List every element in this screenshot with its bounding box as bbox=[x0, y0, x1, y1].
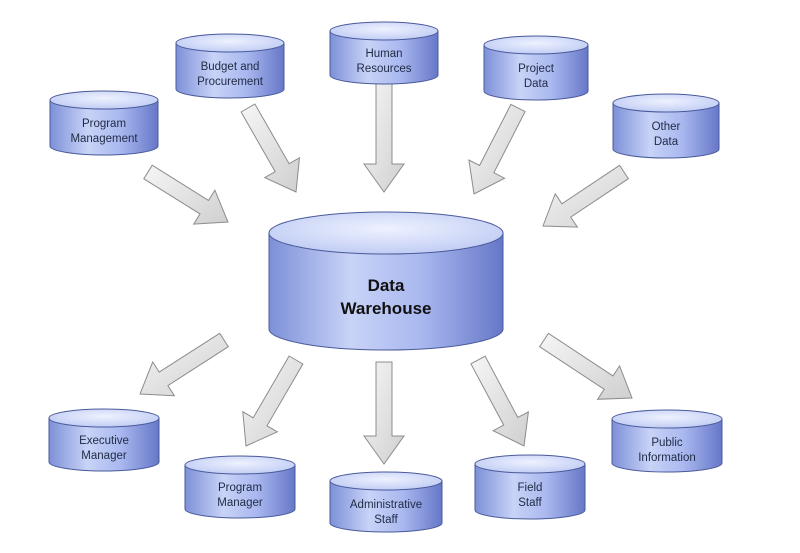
cylinder-body bbox=[329, 480, 443, 533]
consumer-executive-manager: Executive Manager bbox=[48, 408, 160, 472]
source-other-data: Other Data bbox=[612, 93, 720, 159]
source-label-line1: Other bbox=[652, 121, 681, 133]
block-arrow bbox=[468, 103, 526, 195]
block-arrow bbox=[470, 355, 530, 447]
consumer-label-line1: Field bbox=[518, 482, 543, 494]
cylinder-body bbox=[329, 30, 439, 85]
cylinder-top bbox=[329, 21, 439, 41]
consumer-label-line1: Executive bbox=[79, 435, 129, 447]
cylinder-body bbox=[474, 463, 586, 520]
source-label-line2: Data bbox=[654, 136, 679, 148]
cylinder-top bbox=[474, 454, 586, 474]
consumer-administrative-staff: Administrative Staff bbox=[329, 471, 443, 533]
cylinder-body bbox=[483, 44, 589, 101]
block-arrow bbox=[143, 164, 229, 225]
consumer-public-information: Public Information bbox=[611, 409, 723, 473]
consumer-program-manager: Program Manager bbox=[184, 455, 296, 519]
consumer-label-line2: Manager bbox=[217, 497, 263, 509]
consumer-label-line2: Staff bbox=[374, 514, 398, 526]
arrow-warehouse-to-administrative-staff bbox=[363, 361, 405, 465]
cylinder-body bbox=[611, 418, 723, 473]
cylinder-body bbox=[48, 417, 160, 472]
source-label-line2: Procurement bbox=[197, 76, 264, 88]
cylinder-body bbox=[184, 464, 296, 519]
block-arrow bbox=[242, 355, 304, 447]
block-arrow bbox=[542, 164, 630, 228]
cylinder-top bbox=[268, 211, 504, 255]
cylinder-body bbox=[268, 232, 504, 351]
consumer-label-line1: Public bbox=[651, 437, 683, 449]
cylinder-body bbox=[612, 102, 720, 159]
source-label-line1: Program bbox=[82, 118, 126, 130]
block-arrow bbox=[538, 332, 633, 400]
block-arrow bbox=[363, 81, 405, 193]
block-arrow bbox=[139, 332, 229, 397]
warehouse-label-line1: Data bbox=[368, 276, 405, 295]
source-project-data: Project Data bbox=[483, 35, 589, 101]
arrow-program-management-to-warehouse bbox=[143, 164, 229, 225]
consumer-label-line2: Staff bbox=[518, 497, 542, 509]
source-label-line1: Budget and bbox=[201, 61, 260, 73]
arrow-warehouse-to-program-manager bbox=[242, 355, 304, 447]
consumer-label-line1: Administrative bbox=[350, 499, 422, 511]
arrow-project-data-to-warehouse bbox=[468, 103, 526, 195]
warehouse-label-line2: Warehouse bbox=[340, 299, 431, 318]
source-label-line1: Human bbox=[365, 48, 402, 60]
source-label-line2: Resources bbox=[357, 63, 412, 75]
consumer-label-line1: Program bbox=[218, 482, 262, 494]
cylinder-body bbox=[175, 42, 285, 99]
cylinder-top bbox=[49, 90, 159, 110]
cylinder-top bbox=[48, 408, 160, 428]
cylinder-top bbox=[184, 455, 296, 475]
block-arrow bbox=[363, 361, 405, 465]
cylinder-top bbox=[611, 409, 723, 429]
consumer-label-line2: Information bbox=[638, 452, 696, 464]
arrow-other-data-to-warehouse bbox=[542, 164, 630, 228]
arrow-human-resources-to-warehouse bbox=[363, 81, 405, 193]
arrow-warehouse-to-field-staff bbox=[470, 355, 530, 447]
arrow-warehouse-to-public-information bbox=[538, 332, 633, 400]
data-warehouse-cylinder: Data Warehouse bbox=[268, 211, 504, 351]
source-label-line2: Data bbox=[524, 78, 549, 90]
cylinder-top bbox=[329, 471, 443, 491]
cylinder-body bbox=[49, 99, 159, 156]
block-arrow bbox=[240, 103, 301, 193]
cylinder-top bbox=[612, 93, 720, 113]
cylinder-top bbox=[175, 33, 285, 53]
source-human-resources: Human Resources bbox=[329, 21, 439, 85]
source-label-line1: Project bbox=[518, 63, 555, 75]
arrow-budget-procurement-to-warehouse bbox=[240, 103, 301, 193]
consumer-field-staff: Field Staff bbox=[474, 454, 586, 520]
source-label-line2: Management bbox=[70, 133, 138, 145]
arrow-warehouse-to-executive-manager bbox=[139, 332, 229, 397]
source-budget-procurement: Budget and Procurement bbox=[175, 33, 285, 99]
consumer-label-line2: Manager bbox=[81, 450, 127, 462]
cylinder-top bbox=[483, 35, 589, 55]
source-program-management: Program Management bbox=[49, 90, 159, 156]
